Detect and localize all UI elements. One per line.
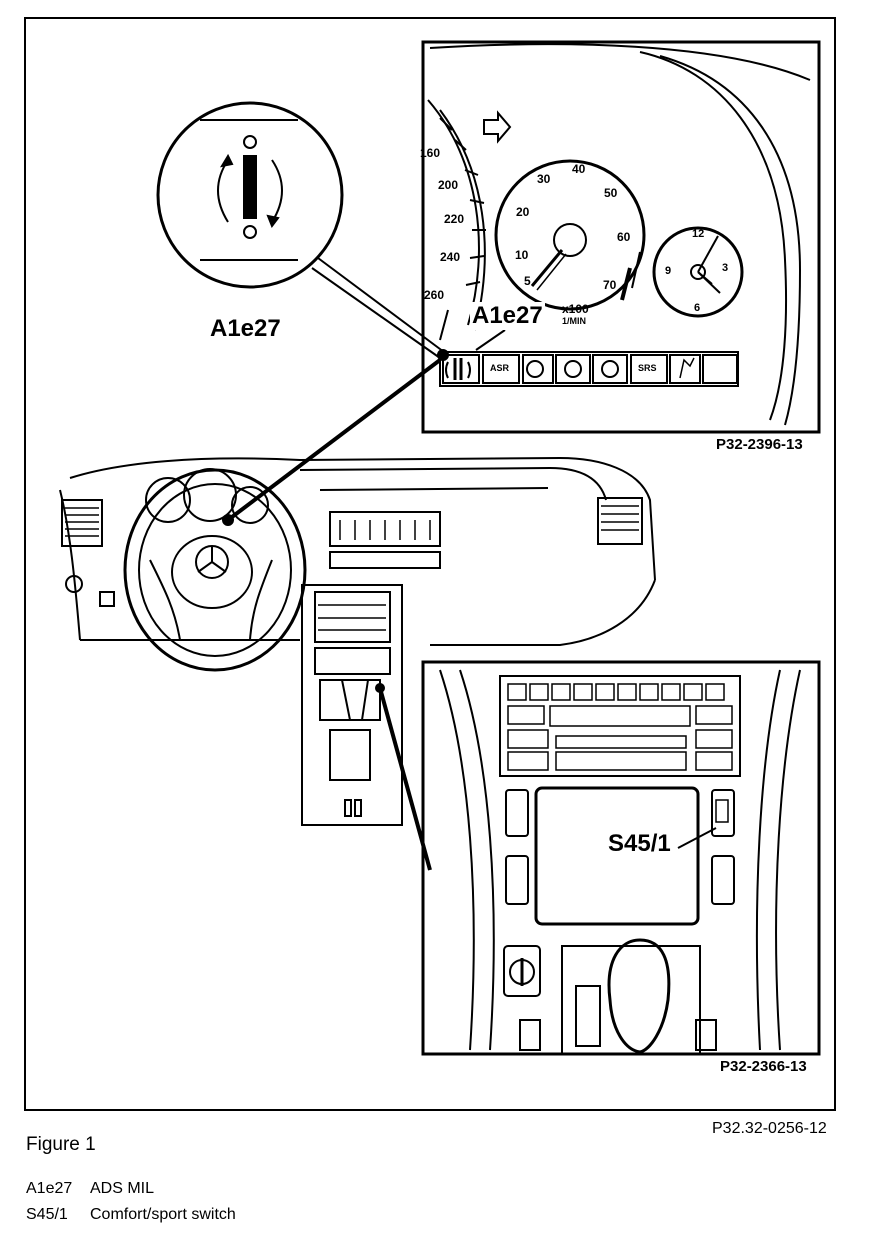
speedo-tick-160: 160 bbox=[420, 146, 441, 160]
legend-desc: ADS MIL bbox=[90, 1180, 155, 1197]
tach-tick-5: 5 bbox=[524, 274, 531, 288]
tach-tick-50: 50 bbox=[604, 186, 618, 200]
tach-unit: x100 bbox=[562, 302, 589, 316]
reference-code-cluster: P32-2396-13 bbox=[716, 436, 803, 453]
clock-tick-12: 12 bbox=[692, 228, 705, 240]
tach-tick-60: 60 bbox=[617, 230, 631, 244]
legend-row: S45/1 Comfort/sport switch bbox=[26, 1206, 236, 1224]
clock-tick-6: 6 bbox=[694, 302, 701, 314]
tach-tick-20: 20 bbox=[516, 205, 530, 219]
tach-unit-2: 1/MIN bbox=[562, 316, 587, 326]
speedo-tick-240: 240 bbox=[440, 250, 461, 264]
cluster-inset bbox=[421, 40, 821, 434]
clock-tick-9: 9 bbox=[665, 265, 672, 277]
reference-code-console: P32-2366-13 bbox=[720, 1058, 807, 1075]
speedo-tick-260: 260 bbox=[424, 288, 445, 302]
speedo-tick-200: 200 bbox=[438, 178, 459, 192]
zoom-circle bbox=[156, 101, 449, 361]
lamp-asr: ASR bbox=[490, 363, 510, 373]
callout-s45-1: S45/1 bbox=[608, 830, 671, 857]
tach-tick-10: 10 bbox=[515, 248, 529, 262]
tach-tick-40: 40 bbox=[572, 162, 586, 176]
legend-desc: Comfort/sport switch bbox=[90, 1206, 236, 1223]
reference-code-figure: P32.32-0256-12 bbox=[712, 1120, 827, 1137]
tach-tick-70: 70 bbox=[603, 278, 617, 292]
speedo-tick-220: 220 bbox=[444, 212, 465, 226]
dashboard-drawing bbox=[59, 358, 656, 871]
callout-a1e27-zoom: A1e27 bbox=[210, 315, 281, 342]
figure-caption: Figure 1 bbox=[26, 1134, 96, 1155]
legend-code: S45/1 bbox=[26, 1206, 68, 1223]
turn-arrow-icon bbox=[483, 110, 512, 144]
console-inset bbox=[421, 660, 821, 1056]
clock-tick-3: 3 bbox=[722, 262, 729, 274]
lamp-srs: SRS bbox=[638, 363, 657, 373]
legend-code: A1e27 bbox=[26, 1180, 73, 1197]
figure-frame bbox=[24, 17, 836, 1111]
legend-row: A1e27 ADS MIL bbox=[26, 1180, 154, 1198]
callout-a1e27-cluster: A1e27 bbox=[470, 302, 545, 330]
tach-tick-30: 30 bbox=[537, 172, 551, 186]
